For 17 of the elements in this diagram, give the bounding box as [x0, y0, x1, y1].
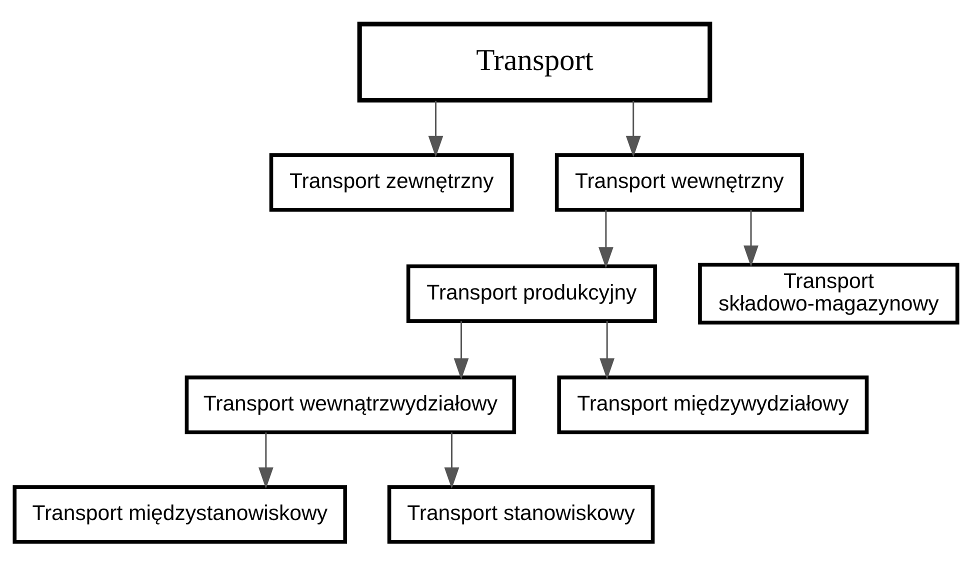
arrow — [454, 320, 469, 380]
arrow — [444, 432, 460, 488]
node-box: Transport międzywydziałowy — [557, 375, 869, 434]
node-box: Transport wewnętrzny — [554, 152, 804, 212]
arrow — [428, 100, 444, 157]
arrow — [598, 209, 614, 268]
arrow — [744, 209, 758, 266]
node-box: Transport zewnętrzny — [269, 152, 514, 212]
node-box: Transport wewnątrzwydziałowy — [184, 375, 516, 434]
node-box: Transport stanowiskowy — [387, 484, 655, 544]
arrow — [258, 432, 274, 488]
node-box: Transport — [357, 21, 712, 102]
arrow — [600, 320, 615, 380]
node-box: Transport składowo-magazynowy — [698, 262, 960, 324]
arrow — [626, 100, 641, 157]
node-box: Transport produkcyjny — [406, 264, 657, 322]
node-box: Transport międzystanowiskowy — [12, 484, 348, 544]
